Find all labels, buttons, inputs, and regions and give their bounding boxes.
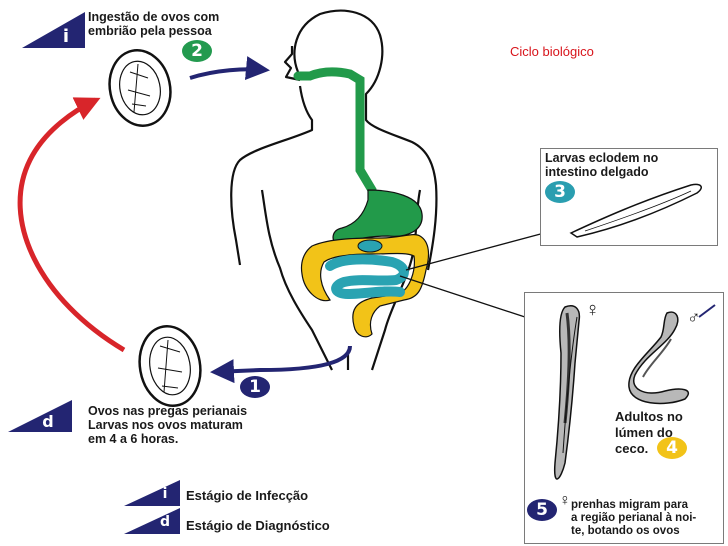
step4-line1: Adultos no xyxy=(615,409,683,424)
female-symbol: ♀ xyxy=(585,299,600,321)
connector-adults xyxy=(399,275,529,319)
male-worm xyxy=(628,311,690,405)
connector-larvae xyxy=(405,231,549,271)
step1-badge: 1 xyxy=(240,376,270,398)
diagnostic-stage-letter: d xyxy=(42,412,54,431)
step4-line3: ceco. xyxy=(615,441,649,456)
egg-bottom xyxy=(138,325,202,407)
step1-line1: Ovos nas pregas perianais xyxy=(88,404,248,418)
digestive-tract xyxy=(293,67,430,338)
legend-diagnostic-label: Estágio de Diagnóstico xyxy=(186,518,330,533)
red-cycle-arrow xyxy=(17,97,126,353)
step1-line3: em 4 a 6 horas. xyxy=(88,432,179,446)
step3-line2: intestino delgado xyxy=(545,165,649,179)
embryonated-egg-top xyxy=(108,49,172,127)
adults-box: ♀ ♂ Adultos no lúmen do ceco. 4 5 ♀ pren… xyxy=(524,292,724,544)
small-intestine xyxy=(325,254,409,300)
page-title: Ciclo biológico xyxy=(510,44,594,59)
step2-line2: embrião pela pessoa xyxy=(88,24,212,38)
legend-infection-letter: i xyxy=(162,486,168,502)
step2-line1: Ingestão de ovos com xyxy=(88,10,220,24)
arrow-to-mouth xyxy=(189,56,270,81)
step4-badge: 4 xyxy=(657,437,687,459)
female-worm xyxy=(553,305,581,480)
step2-badge: 2 xyxy=(182,40,212,62)
legend-triangle-diagnostic xyxy=(124,508,180,534)
infection-stage-letter: i xyxy=(62,26,70,47)
step3-badge: 3 xyxy=(545,181,575,203)
legend-diagnostic-letter: d xyxy=(159,514,171,530)
step3-line1: Larvas eclodem no xyxy=(545,151,659,165)
human-body-outline xyxy=(230,9,438,371)
step5-badge: 5 xyxy=(527,499,557,521)
male-arrow-line xyxy=(698,304,716,318)
larva-illustration xyxy=(569,183,702,238)
esophagus xyxy=(293,67,377,213)
male-symbol: ♂ xyxy=(687,307,701,327)
step5-line1: prenhas migram para xyxy=(571,499,688,511)
triangle-infection-top xyxy=(22,12,85,48)
step5-line2: a região perianal à noi- xyxy=(571,512,697,524)
legend-infection-label: Estágio de Infecção xyxy=(186,488,309,503)
triangle-diagnostic-main xyxy=(8,400,72,432)
step5-symbol: ♀ xyxy=(559,492,571,509)
step5-line3: te, botando os ovos xyxy=(571,525,680,537)
step1-line2: Larvas nos ovos maturam xyxy=(88,418,243,432)
large-intestine xyxy=(300,234,430,338)
larvae-box: Larvas eclodem no intestino delgado 3 xyxy=(540,148,718,246)
duodenum xyxy=(357,239,383,253)
adult-worms-illustration xyxy=(553,304,716,480)
step4-line2: lúmen do xyxy=(615,425,673,440)
legend-triangle-infection xyxy=(124,480,180,506)
arrow-to-egg xyxy=(210,345,352,384)
